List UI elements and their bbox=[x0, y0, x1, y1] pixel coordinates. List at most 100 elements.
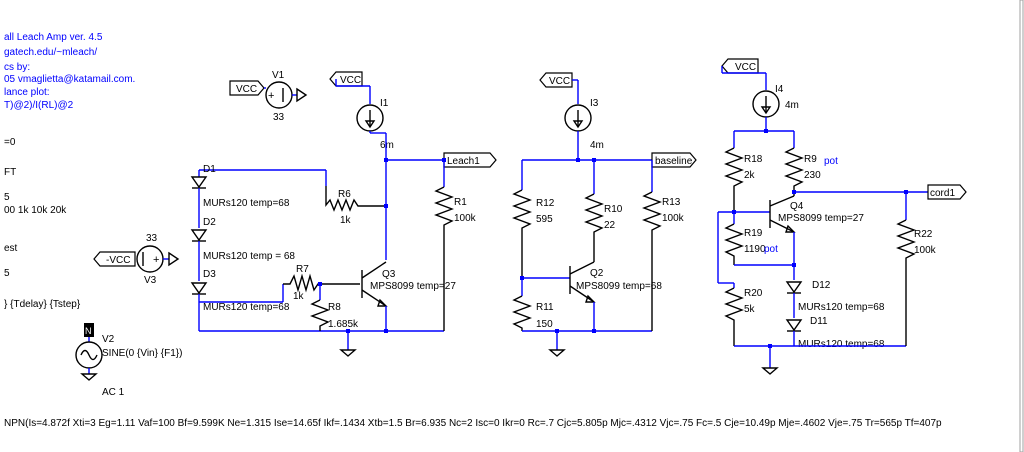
d1-name: D1 bbox=[203, 164, 216, 175]
directive-title: all Leach Amp ver. 4.5 bbox=[4, 32, 103, 43]
net-label-baseline: baseline bbox=[655, 156, 693, 167]
net-label-vcc: VCC bbox=[549, 76, 570, 87]
source-v1[interactable]: VCC + V1 33 bbox=[229, 70, 308, 123]
resistor-r12-icon bbox=[512, 189, 532, 278]
resistor-r8-icon bbox=[310, 299, 330, 331]
diode-d3-icon bbox=[190, 282, 208, 295]
q4-model: MPS8099 temp=27 bbox=[778, 213, 864, 224]
r7-name: R7 bbox=[296, 264, 309, 275]
directive-left5: est bbox=[4, 243, 18, 254]
spice-directives[interactable]: all Leach Amp ver. 4.5 gatech.edu/~mleac… bbox=[4, 32, 942, 429]
v3-name: V3 bbox=[144, 275, 157, 286]
v2-marker-n: N bbox=[85, 326, 92, 336]
r8-name: R8 bbox=[328, 302, 341, 313]
d11-name: D11 bbox=[810, 316, 828, 327]
r9-value: 230 bbox=[804, 170, 821, 181]
ground-icon bbox=[761, 367, 779, 375]
r1-name: R1 bbox=[454, 197, 467, 208]
q4-name: Q4 bbox=[790, 201, 804, 212]
diode-d11-icon bbox=[785, 319, 803, 332]
i3-value: 4m bbox=[590, 140, 604, 151]
v2-name: V2 bbox=[102, 334, 115, 345]
net-flag-neg-vcc bbox=[93, 251, 136, 267]
r18-value: 2k bbox=[744, 170, 756, 181]
resistor-r6-icon bbox=[325, 186, 386, 212]
ground-arrow-icon bbox=[168, 251, 180, 267]
source-v2[interactable]: N V2 SINE(0 {Vin} {F1}) AC 1 bbox=[75, 323, 182, 398]
directive-left1: =0 bbox=[4, 137, 16, 148]
ground-icon bbox=[548, 349, 566, 357]
diode-d1-icon bbox=[190, 176, 208, 189]
ground-arrow-icon bbox=[296, 87, 308, 103]
d12-name: D12 bbox=[812, 280, 831, 291]
i3-name: I3 bbox=[590, 98, 599, 109]
d3-name: D3 bbox=[203, 269, 216, 280]
r10-name: R10 bbox=[604, 204, 623, 215]
window-edge bbox=[1019, 0, 1024, 452]
r19-value: 1190 bbox=[744, 244, 766, 255]
v1-value: 33 bbox=[273, 112, 285, 123]
v2-value: SINE(0 {Vin} {F1}) bbox=[102, 348, 182, 359]
d11-model: MURs120 temp=68 bbox=[798, 339, 885, 350]
leach-stage[interactable]: VCC I1 6m Leach1 D1 MURs120 temp=68 D2 M… bbox=[190, 71, 497, 357]
net-label-vcc: VCC bbox=[340, 75, 361, 86]
plus-sign: + bbox=[268, 90, 274, 102]
plus-sign: + bbox=[153, 254, 159, 266]
r8-value: 1.685k bbox=[328, 319, 359, 330]
d12-model: MURs120 temp=68 bbox=[798, 302, 885, 313]
net-label-cord1: cord1 bbox=[930, 188, 955, 199]
d2-model: MURs120 temp = 68 bbox=[203, 251, 295, 262]
directive-tran: } {Tdelay} {Tstep} bbox=[4, 299, 81, 310]
v3-value: 33 bbox=[146, 233, 158, 244]
ground-icon bbox=[339, 349, 357, 357]
q3-model: MPS8099 temp=27 bbox=[370, 281, 456, 292]
junction-dots bbox=[318, 129, 908, 348]
net-label-leach1: Leach1 bbox=[447, 156, 480, 167]
q2-name: Q2 bbox=[590, 268, 604, 279]
resistor-r13-icon bbox=[642, 191, 662, 331]
r12-value: 595 bbox=[536, 214, 553, 225]
q3-name: Q3 bbox=[382, 269, 396, 280]
r13-value: 100k bbox=[662, 213, 685, 224]
v2-marker bbox=[84, 323, 94, 337]
directive-author: 05 vmaglietta@katamail.com. bbox=[4, 74, 135, 85]
resistor-r19-icon bbox=[724, 223, 744, 265]
diode-d2-icon bbox=[190, 229, 208, 242]
r22-value: 100k bbox=[914, 245, 937, 256]
r18-name: R18 bbox=[744, 154, 763, 165]
r9-name: R9 bbox=[804, 154, 817, 165]
r12-name: R12 bbox=[536, 198, 555, 209]
r10-value: 22 bbox=[604, 220, 616, 231]
net-flag-vcc-v1 bbox=[229, 80, 265, 96]
i4-value: 4m bbox=[785, 100, 799, 111]
v2-ac: AC 1 bbox=[102, 387, 125, 398]
directive-credits: cs by: bbox=[4, 62, 30, 73]
net-flag-vcc-i1 bbox=[329, 71, 363, 87]
directive-url: gatech.edu/~mleach/ bbox=[4, 47, 97, 58]
d2-name: D2 bbox=[203, 217, 216, 228]
resistor-r22-icon bbox=[896, 219, 916, 346]
r6-name: R6 bbox=[338, 189, 351, 200]
baseline-stage[interactable]: VCC I3 4m baseline R12 595 R10 22 Q2 MPS… bbox=[512, 72, 697, 357]
cord-stage[interactable]: VCC I4 4m R18 2k R9 pot 230 cord1 Q4 MPS… bbox=[717, 58, 967, 375]
net-flag-cord1 bbox=[927, 184, 967, 200]
resistor-r10-icon bbox=[584, 193, 604, 262]
resistor-r9-icon bbox=[784, 147, 804, 196]
net-flag-vcc-i4 bbox=[721, 58, 759, 74]
d3-model: MURs120 temp=68 bbox=[203, 302, 290, 313]
diode-d12-icon bbox=[785, 281, 803, 294]
resistor-r20-icon bbox=[724, 287, 744, 346]
r13-name: R13 bbox=[662, 197, 681, 208]
source-v3[interactable]: -VCC + 33 V3 bbox=[93, 233, 180, 286]
ground-icon bbox=[80, 373, 98, 381]
i4-name: I4 bbox=[775, 84, 784, 95]
i1-name: I1 bbox=[380, 98, 389, 109]
r1-value: 100k bbox=[454, 213, 477, 224]
r20-name: R20 bbox=[744, 288, 763, 299]
directive-left2: FT bbox=[4, 167, 16, 178]
i1-value: 6m bbox=[380, 140, 394, 151]
r9-pot: pot bbox=[824, 156, 838, 167]
directive-plot-expr: T)@2)/I(RL)@2 bbox=[4, 100, 74, 111]
resistor-r11-icon bbox=[512, 295, 532, 331]
